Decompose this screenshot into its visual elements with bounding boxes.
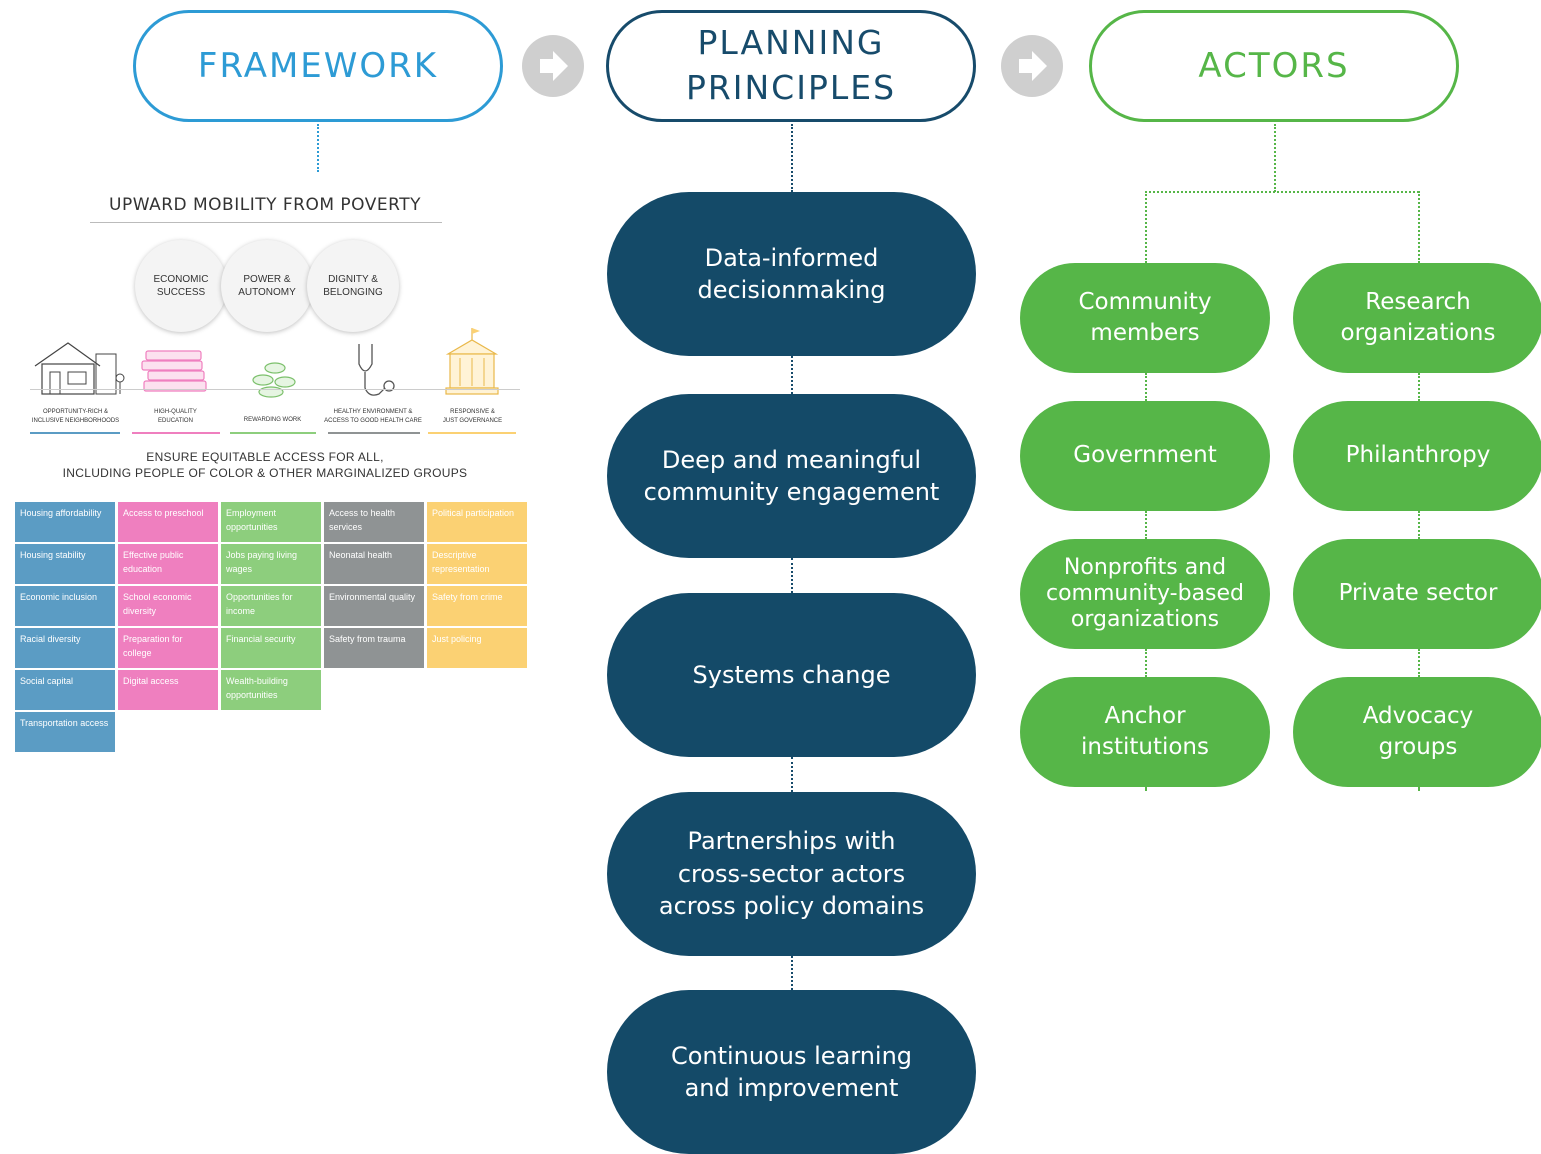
- grid-cell: Financial security: [221, 628, 321, 668]
- grid-cell: Political participation: [427, 502, 527, 542]
- pillar-underline: [30, 432, 120, 434]
- principles-connector: [791, 558, 793, 593]
- grid-cell: Employment opportunities: [221, 502, 321, 542]
- pillar-label: REWARDING WORK: [243, 417, 302, 423]
- actor-pill: Private sector: [1293, 539, 1541, 649]
- grid-cell: Descriptive representation: [427, 544, 527, 584]
- pillar-underline: [230, 432, 316, 434]
- framework-title: UPWARD MOBILITY FROM POVERTY: [109, 195, 421, 215]
- pillar-label: OPPORTUNITY-RICH & INCLUSIVE NEIGHBORHOO…: [31, 409, 120, 424]
- actor-pill: Philanthropy: [1293, 401, 1541, 511]
- actor-pill: Research organizations: [1293, 263, 1541, 373]
- actor-pill: Anchor institutions: [1020, 677, 1270, 787]
- pillar-label: HEALTHY ENVIRONMENT & ACCESS TO GOOD HEA…: [324, 409, 422, 424]
- grid-cell: Housing affordability: [15, 502, 115, 542]
- actors-connector: [1418, 373, 1420, 401]
- dignity-belonging-circle: DIGNITY & BELONGING: [307, 240, 399, 332]
- principles-connector: [791, 356, 793, 394]
- framework-connector: [317, 124, 319, 172]
- grid-cell: Access to health services: [324, 502, 424, 542]
- pillar-underline: [428, 432, 516, 434]
- actors-connector: [1418, 191, 1420, 263]
- framework-header: FRAMEWORK: [133, 10, 503, 122]
- actors-connector: [1145, 373, 1147, 401]
- planning-header-line1: PLANNING: [697, 23, 885, 63]
- principles-connector: [791, 124, 793, 192]
- actors-connector: [1145, 787, 1147, 791]
- arrow-right-icon: [1001, 35, 1063, 97]
- actors-connector: [1418, 511, 1420, 539]
- actor-pill: Nonprofits and community-based organizat…: [1020, 539, 1270, 649]
- actors-header-label: ACTORS: [1198, 46, 1350, 86]
- grid-cell: Environmental quality: [324, 586, 424, 626]
- actors-connector: [1145, 649, 1147, 677]
- actor-pill: Community members: [1020, 263, 1270, 373]
- grid-cell: Transportation access: [15, 712, 115, 752]
- planning-principles-header: PLANNING PRINCIPLES: [606, 10, 976, 122]
- pillar-underline: [132, 432, 220, 434]
- grid-cell: Social capital: [15, 670, 115, 710]
- actors-connector: [1274, 124, 1276, 192]
- pillar-label: HIGH-QUALITY EDUCATION: [154, 409, 197, 424]
- pillar-label: RESPONSIVE & JUST GOVERNANCE: [442, 409, 503, 424]
- economic-success-circle: ECONOMIC SUCCESS: [135, 240, 227, 332]
- coins-icon: [252, 362, 296, 398]
- house-icon: [34, 342, 125, 395]
- principle-pill: Systems change: [607, 593, 976, 757]
- actors-connector: [1145, 511, 1147, 539]
- grid-cell: Preparation for college: [118, 628, 218, 668]
- actor-pill: Advocacy groups: [1293, 677, 1541, 787]
- grid-cell: Wealth-building opportunities: [221, 670, 321, 710]
- grid-cell: Opportunities for income: [221, 586, 321, 626]
- principles-connector: [791, 757, 793, 792]
- principles-connector: [791, 956, 793, 990]
- actors-header: ACTORS: [1089, 10, 1459, 122]
- grid-cell: Safety from trauma: [324, 628, 424, 668]
- grid-cell: School economic diversity: [118, 586, 218, 626]
- pillar-underline: [328, 432, 420, 434]
- grid-cell: Effective public education: [118, 544, 218, 584]
- pillars-baseline: [30, 389, 520, 390]
- actor-pill: Government: [1020, 401, 1270, 511]
- actors-branch-connector: [1145, 191, 1419, 193]
- grid-cell: Neonatal health: [324, 544, 424, 584]
- principle-pill: Data-informed decisionmaking: [607, 192, 976, 356]
- grid-cell: Access to preschool: [118, 502, 218, 542]
- actors-connector: [1418, 787, 1420, 791]
- planning-header-line2: PRINCIPLES: [685, 68, 897, 107]
- equitable-access-text: ENSURE EQUITABLE ACCESS FOR ALL, INCLUDI…: [62, 450, 468, 481]
- capitol-icon: [445, 328, 499, 395]
- actors-connector: [1145, 191, 1147, 263]
- stethoscope-icon: [358, 344, 395, 396]
- books-icon: [141, 350, 207, 392]
- grid-cell: Jobs paying living wages: [221, 544, 321, 584]
- framework-title-rule: [90, 222, 442, 223]
- principle-pill: Partnerships with cross-sector actors ac…: [607, 792, 976, 956]
- grid-cell: Safety from crime: [427, 586, 527, 626]
- grid-cell: Digital access: [118, 670, 218, 710]
- grid-cell: Housing stability: [15, 544, 115, 584]
- framework-header-label: FRAMEWORK: [197, 46, 439, 86]
- grid-cell: Economic inclusion: [15, 586, 115, 626]
- power-autonomy-circle: POWER & AUTONOMY: [221, 240, 313, 332]
- principle-pill: Deep and meaningful community engagement: [607, 394, 976, 558]
- arrow-right-icon: [522, 35, 584, 97]
- grid-cell: Just policing: [427, 628, 527, 668]
- actors-connector: [1418, 649, 1420, 677]
- principle-pill: Continuous learning and improvement: [607, 990, 976, 1154]
- grid-cell: Racial diversity: [15, 628, 115, 668]
